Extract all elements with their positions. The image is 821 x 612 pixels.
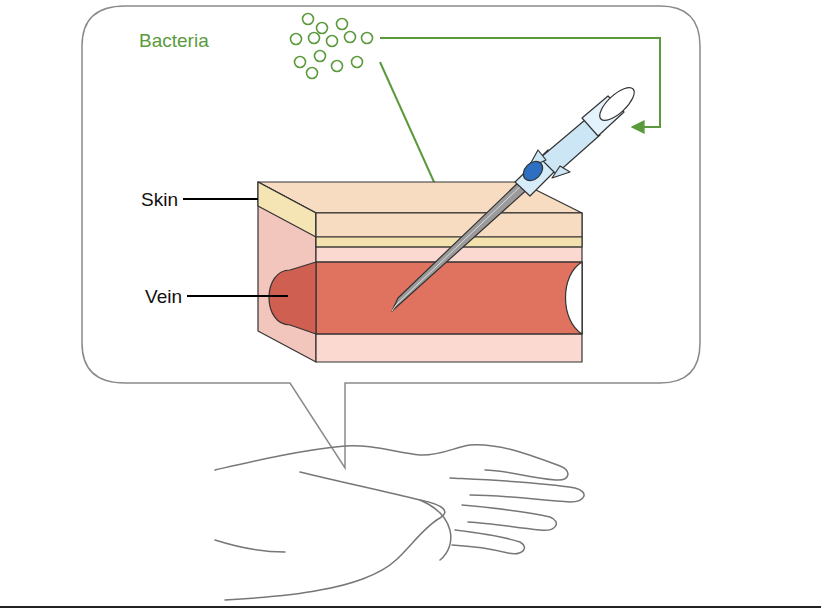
part-label: Skin: [141, 190, 178, 209]
page-rule: [0, 606, 821, 608]
route-arrow: [380, 38, 660, 127]
leader-line: [187, 295, 288, 297]
bacteria-label: Bacteria: [139, 31, 209, 50]
callout-bubble: [82, 6, 700, 468]
catheter: [392, 82, 639, 311]
tissue-block: [258, 182, 582, 362]
hand-outline: [215, 445, 584, 600]
part-label: Vein: [145, 287, 182, 306]
bacteria-cells: [291, 14, 373, 79]
leader-line: [183, 198, 258, 200]
